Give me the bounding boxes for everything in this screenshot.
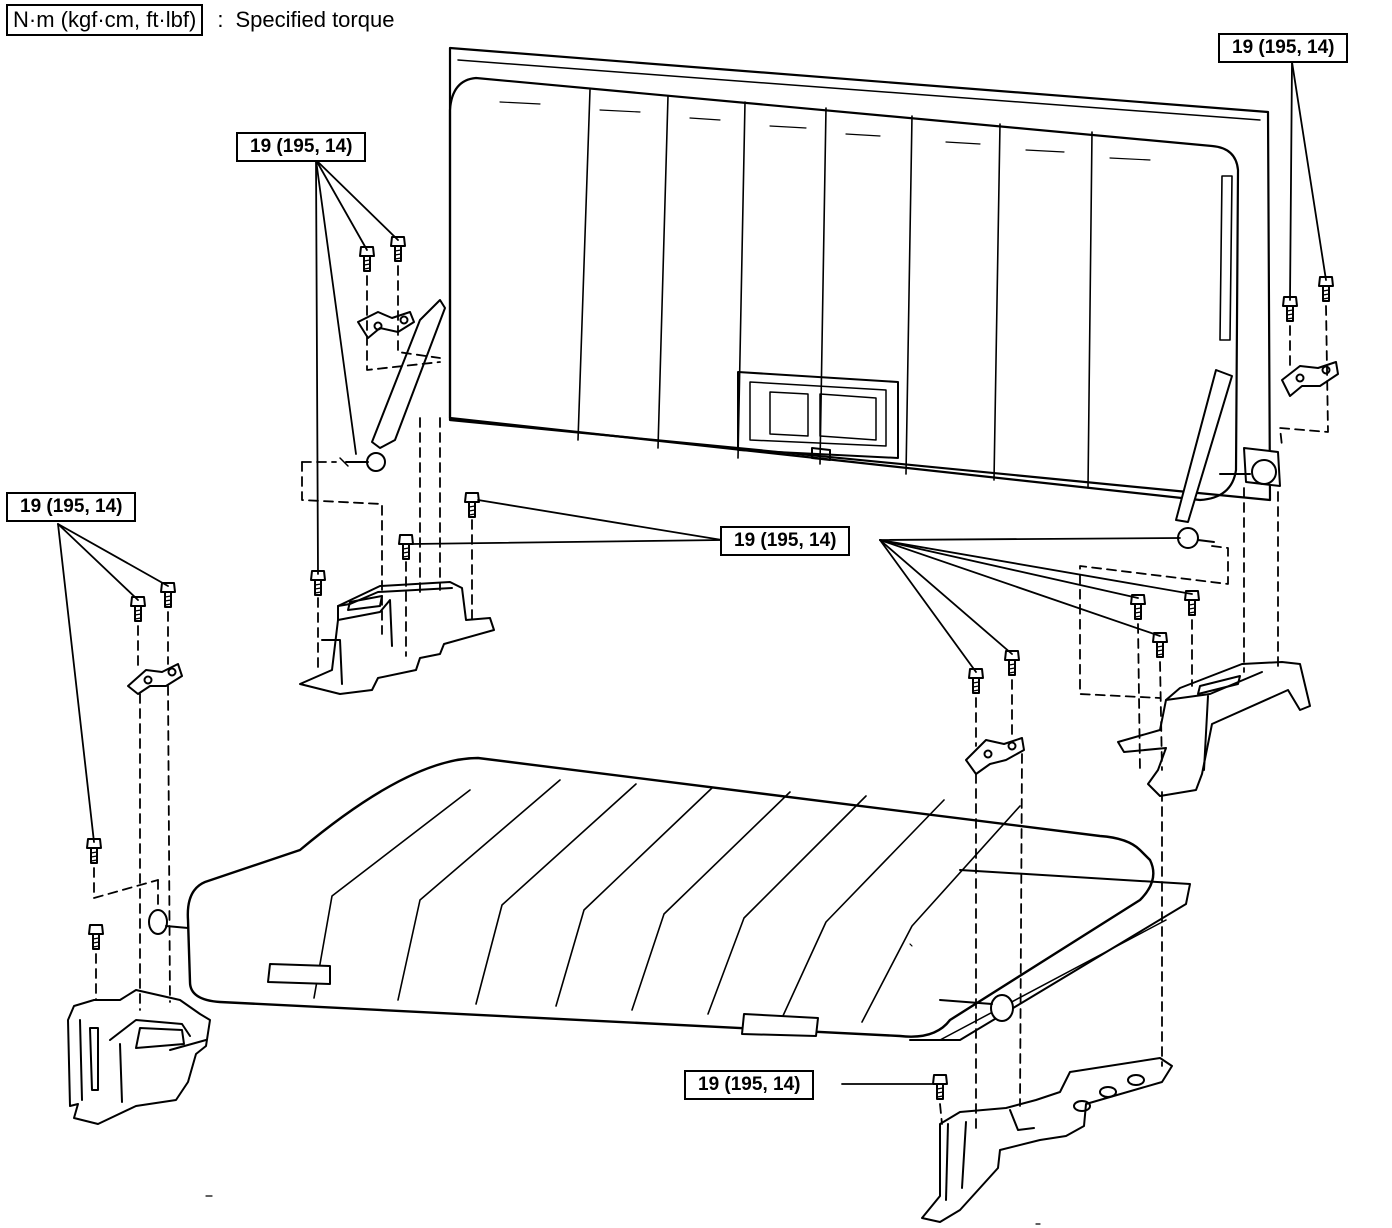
seatback-inner-frame [457,59,1261,121]
right-seatback-arm [1175,369,1281,549]
right-upper-hinge [1281,361,1339,397]
torque-label-left: 19 (195, 14) [6,492,137,522]
left-rear-leg-bracket [299,581,495,695]
seatback-cushion-face [448,76,1240,502]
seat-cushion-tray [909,869,1191,1041]
seatback-lock-release [737,371,899,461]
legend-separator: : [217,7,224,32]
scan-specks [205,943,1041,1225]
left-cushion-hinge [127,663,183,695]
seat-cushion-assembly [148,756,1191,1041]
left-front-leg-bracket [67,989,211,1125]
leader-lines [57,61,1327,1085]
torque-label-upper-left: 19 (195, 14) [236,132,367,162]
torque-legend: N·m (kgf·cm, ft·lbf): Specified torque [6,4,394,36]
alignment-dashes [93,265,1329,1131]
right-rear-leg-bracket [1117,661,1311,797]
torque-label-center: 19 (195, 14) [720,526,851,556]
left-seatback-arm [339,299,446,472]
right-front-leg-bracket [921,1057,1173,1223]
torque-label-top-right: 19 (195, 14) [1218,33,1349,63]
legend-description: Specified torque [235,7,395,32]
left-upper-hinge [357,311,415,339]
seatback-assembly [448,46,1272,502]
right-cushion-hinge [965,737,1025,775]
torque-label-bottom: 19 (195, 14) [684,1070,815,1100]
torque-unit-box: N·m (kgf·cm, ft·lbf) [6,4,204,36]
seat-cushion-outline [186,756,1155,1038]
